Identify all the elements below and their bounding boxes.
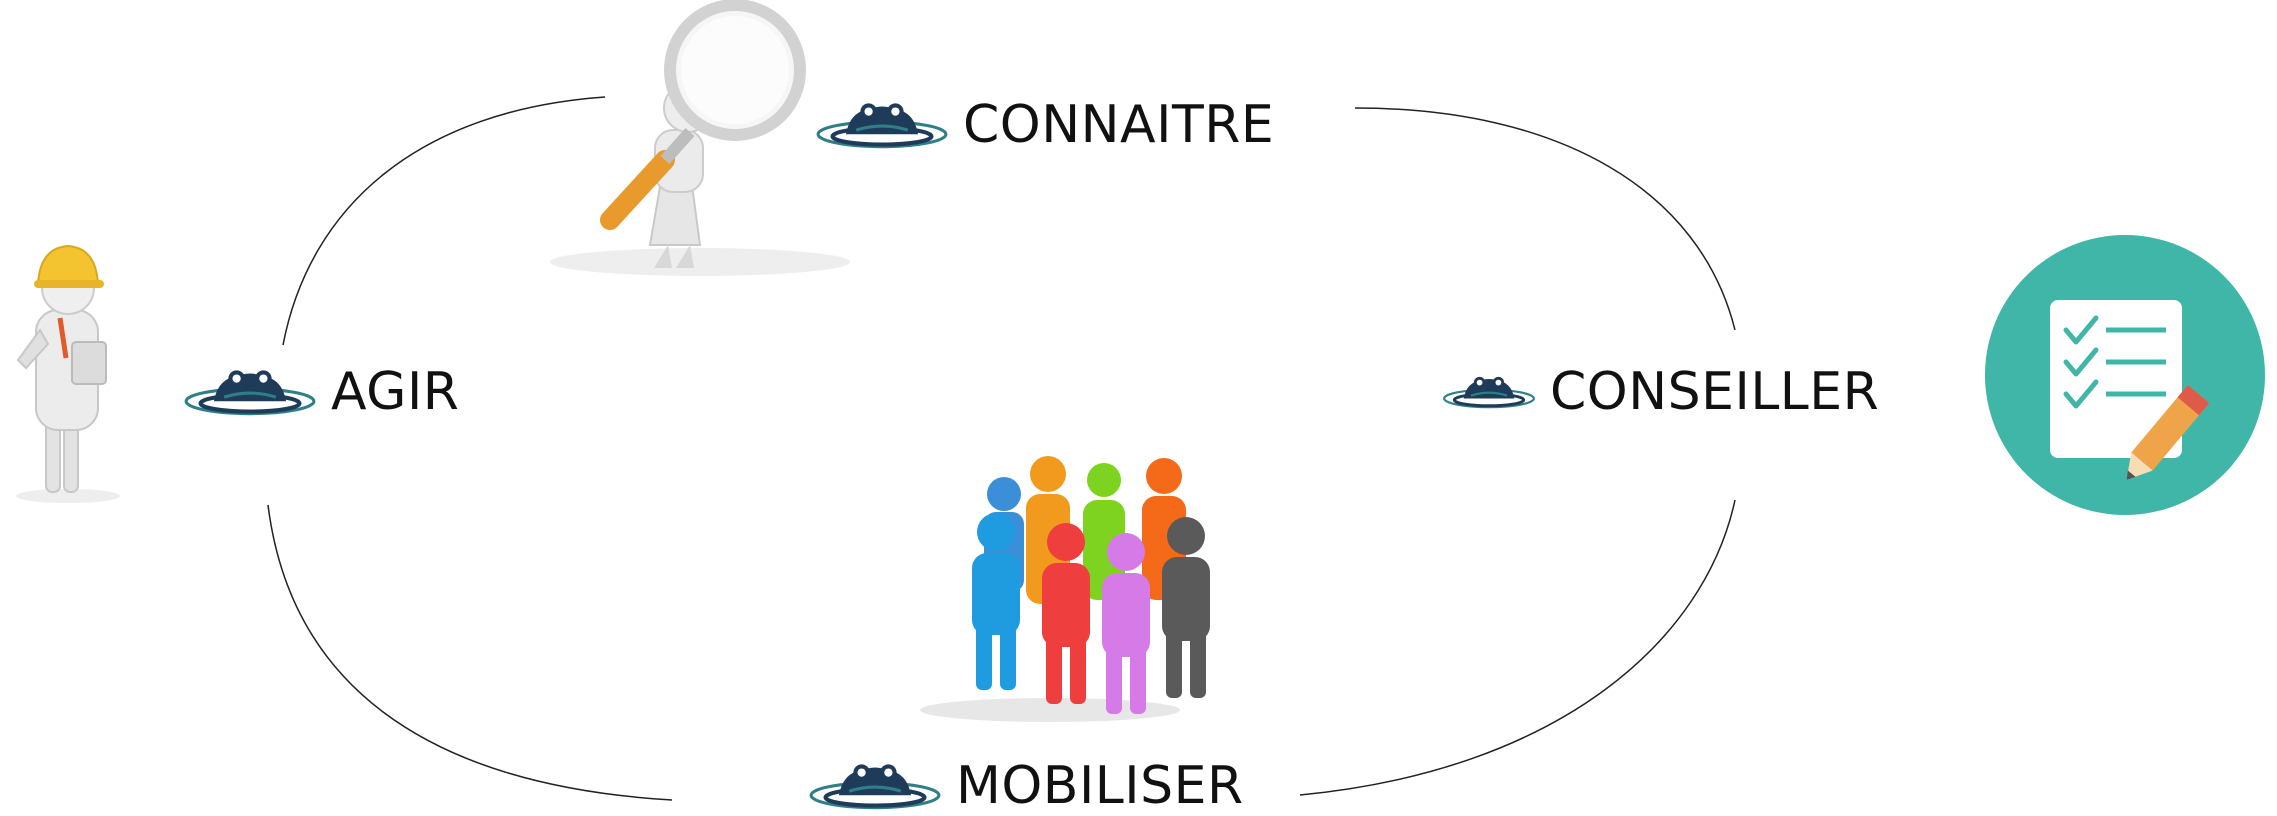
- person-front-red: [1042, 523, 1090, 704]
- person-front-gray: [1162, 517, 1210, 698]
- frog-logo-icon: [815, 99, 949, 151]
- frog-logo-icon: [808, 760, 942, 812]
- node-agir-label: AGIR: [331, 362, 460, 422]
- people-group-icon: [920, 456, 1210, 722]
- person-front-purple: [1102, 533, 1150, 714]
- person-front-blue: [972, 513, 1020, 690]
- node-mobiliser-label: MOBILISER: [956, 756, 1244, 816]
- node-agir: AGIR: [183, 362, 459, 422]
- construction-worker-figure-icon: [16, 244, 120, 503]
- arc-connaitre-conseiller: [1354, 107, 1736, 331]
- arc-conseiller-mobiliser: [1299, 499, 1736, 796]
- checklist-pencil-icon: [1985, 235, 2265, 515]
- node-connaitre: CONNAITRE: [815, 95, 1274, 155]
- magnifying-glass-figure-icon: [550, 0, 850, 276]
- node-conseiller: CONSEILLER: [1442, 362, 1879, 422]
- arc-agir-connaitre: [282, 96, 606, 346]
- node-conseiller-label: CONSEILLER: [1550, 362, 1880, 422]
- frog-logo-icon: [183, 366, 317, 418]
- node-mobiliser: MOBILISER: [808, 756, 1244, 816]
- node-connaitre-label: CONNAITRE: [963, 95, 1275, 155]
- arc-mobiliser-agir: [267, 504, 673, 801]
- frog-logo-icon: [1442, 375, 1536, 409]
